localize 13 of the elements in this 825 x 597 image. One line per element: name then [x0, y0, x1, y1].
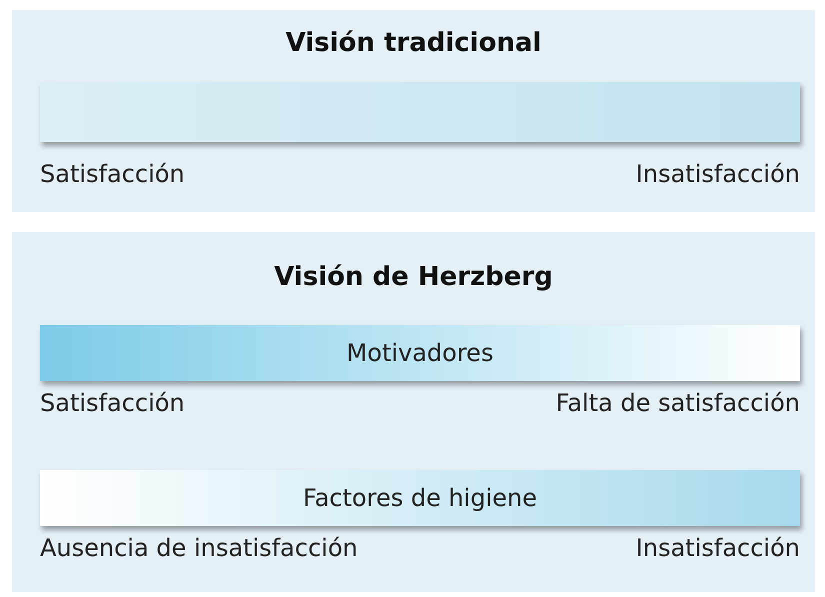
- panel: [12, 232, 815, 592]
- scale-end-label: Insatisfacción: [636, 534, 800, 562]
- scale-end-label: Satisfacción: [40, 160, 185, 188]
- scale-end-label: Falta de satisfacción: [556, 389, 800, 417]
- panel-title: Visión tradicional: [284, 28, 542, 58]
- scale-bar: Factores de higiene: [40, 470, 800, 526]
- scale-bar: Motivadores: [40, 325, 800, 381]
- scale-end-label: Ausencia de insatisfacción: [40, 534, 358, 562]
- scale-bar: [40, 82, 800, 142]
- panel: [12, 10, 815, 212]
- scale-end-label: Satisfacción: [40, 389, 185, 417]
- panel-title: Visión de Herzberg: [273, 262, 554, 292]
- scale-end-label: Insatisfacción: [636, 160, 800, 188]
